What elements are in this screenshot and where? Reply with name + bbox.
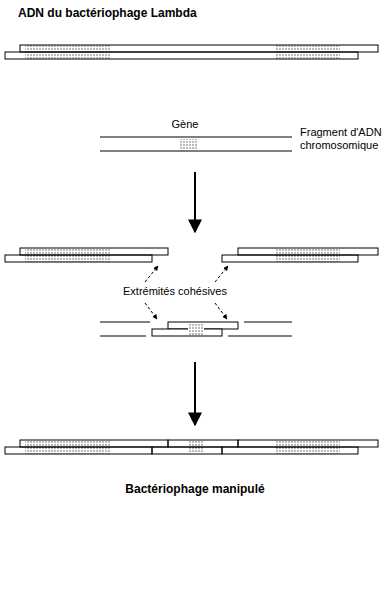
step-arrow: [194, 172, 196, 232]
dna-shape: [145, 266, 158, 282]
dna-shape: [168, 440, 238, 447]
dna-shape: [100, 136, 292, 137]
insert-fragment: [100, 322, 292, 336]
title: ADN du bactériophage Lambda: [18, 6, 238, 20]
result-label: Bactériophage manipulé: [80, 482, 310, 496]
dna-shape: [222, 255, 358, 262]
dna-shape: [244, 321, 292, 322]
dna-shape: [5, 52, 358, 59]
dna-shape: [5, 255, 152, 262]
dna-shape: [215, 303, 227, 319]
cohesive-ends-label: Extrémités cohésives: [110, 285, 240, 298]
dna-shape: [188, 323, 204, 335]
dna-shape: [100, 150, 292, 151]
chromosomal-dna: [100, 137, 292, 151]
dna-shape: [20, 45, 378, 52]
dna-shape: [100, 335, 146, 336]
dna-shape: [238, 440, 378, 447]
dna-shape: [152, 447, 222, 454]
step-arrow: [194, 362, 196, 425]
lambda-dna: [5, 45, 378, 59]
dna-shape: [215, 266, 228, 282]
dna-shape: [100, 321, 150, 322]
dna-shape: [20, 248, 168, 255]
recombinant-dna: [5, 440, 378, 454]
lambda-arms: [5, 248, 378, 262]
dna-shape: [5, 447, 152, 454]
dna-shape: [228, 335, 292, 336]
dna-shape: [145, 303, 157, 319]
dna-shape: [238, 248, 378, 255]
gene-label: Gène: [160, 118, 210, 131]
fragment-label: Fragment d'ADN chromosomique: [300, 126, 386, 152]
dna-shape: [180, 139, 198, 149]
dna-shape: [222, 447, 358, 454]
dna-shape: [20, 440, 168, 447]
dna-shape: [152, 329, 222, 336]
